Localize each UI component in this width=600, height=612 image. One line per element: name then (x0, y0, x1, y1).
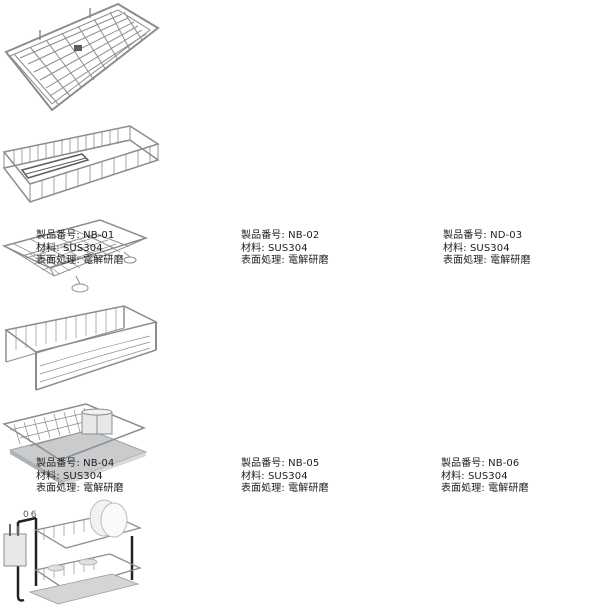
material-label: 材料: (241, 242, 265, 254)
product-nb-05: 製品番号: NB-05 材料: SUS304 表面処理: 電解研磨 (0, 400, 600, 496)
finish-label: 表面処理: (443, 255, 487, 266)
finish-label: 表面処理: (241, 255, 285, 266)
product-nb-02: 製品番号: NB-02 材料: SUS304 表面処理: 電解研磨 (0, 122, 600, 266)
material-value: SUS304 (267, 470, 308, 482)
material-label: 材料: (441, 470, 465, 482)
material-value: SUS304 (469, 242, 510, 254)
material-value: SUS304 (62, 470, 103, 482)
caption-nb-04: 製品番号: NB-04 材料: SUS304 表面処理: 電解研磨 (36, 458, 124, 496)
product-nb-01: 製品番号: NB-01 材料: SUS304 表面処理: 電解研磨 (0, 0, 600, 266)
finish-value: 電解研磨 (488, 483, 529, 494)
caption-nb-05: 製品番号: NB-05 材料: SUS304 表面処理: 電解研磨 (241, 458, 329, 496)
finish-value: 電解研磨 (288, 255, 329, 266)
finish-label: 表面処理: (241, 483, 285, 494)
caption-nb-01: 製品番号: NB-01 材料: SUS304 表面処理: 電解研磨 (36, 230, 124, 268)
product-code-label: 製品番号: (36, 458, 80, 469)
product-code: NB-02 (288, 230, 320, 241)
product-image-nb-02 (2, 125, 160, 203)
product-code: NB-01 (83, 230, 115, 241)
product-nd-03: 製品番号: ND-03 材料: SUS304 表面処理: 電解研磨 (0, 216, 600, 302)
product-image-nb-06 (3, 499, 142, 605)
product-code: ND-03 (490, 230, 523, 241)
finish-value: 電解研磨 (83, 255, 124, 266)
product-code: NB-05 (288, 458, 320, 469)
product-code: NB-06 (488, 458, 520, 469)
product-code-label: 製品番号: (241, 458, 285, 469)
product-nb-06: 製品番号: NB-06 材料: SUS304 表面処理: 電解研磨 (0, 458, 600, 612)
product-code-label: 製品番号: (36, 230, 80, 241)
material-value: SUS304 (267, 242, 308, 254)
finish-value: 電解研磨 (288, 483, 329, 494)
caption-nb-06: 製品番号: NB-06 材料: SUS304 表面処理: 電解研磨 (441, 458, 529, 496)
material-label: 材料: (443, 242, 467, 254)
material-label: 材料: (36, 242, 60, 254)
finish-label: 表面処理: (441, 483, 485, 494)
material-label: 材料: (241, 470, 265, 482)
product-image-nd-03 (1, 219, 149, 293)
material-label: 材料: (36, 470, 60, 482)
page-number: 06 (23, 510, 39, 520)
finish-value: 電解研磨 (83, 483, 124, 494)
finish-value: 電解研磨 (490, 255, 531, 266)
product-nb-04: 製品番号: NB-04 材料: SUS304 表面処理: 電解研磨 (0, 302, 600, 494)
material-value: SUS304 (467, 470, 508, 482)
finish-label: 表面処理: (36, 255, 80, 266)
product-code-label: 製品番号: (441, 458, 485, 469)
product-code-label: 製品番号: (241, 230, 285, 241)
material-value: SUS304 (62, 242, 103, 254)
caption-nd-03: 製品番号: ND-03 材料: SUS304 表面処理: 電解研磨 (443, 230, 531, 268)
caption-nb-02: 製品番号: NB-02 材料: SUS304 表面処理: 電解研磨 (241, 230, 329, 268)
product-image-nb-04 (4, 305, 159, 391)
product-image-nb-01 (4, 2, 160, 112)
product-image-nb-05 (2, 403, 148, 486)
finish-label: 表面処理: (36, 483, 80, 494)
product-code: NB-04 (83, 458, 115, 469)
product-code-label: 製品番号: (443, 230, 487, 241)
